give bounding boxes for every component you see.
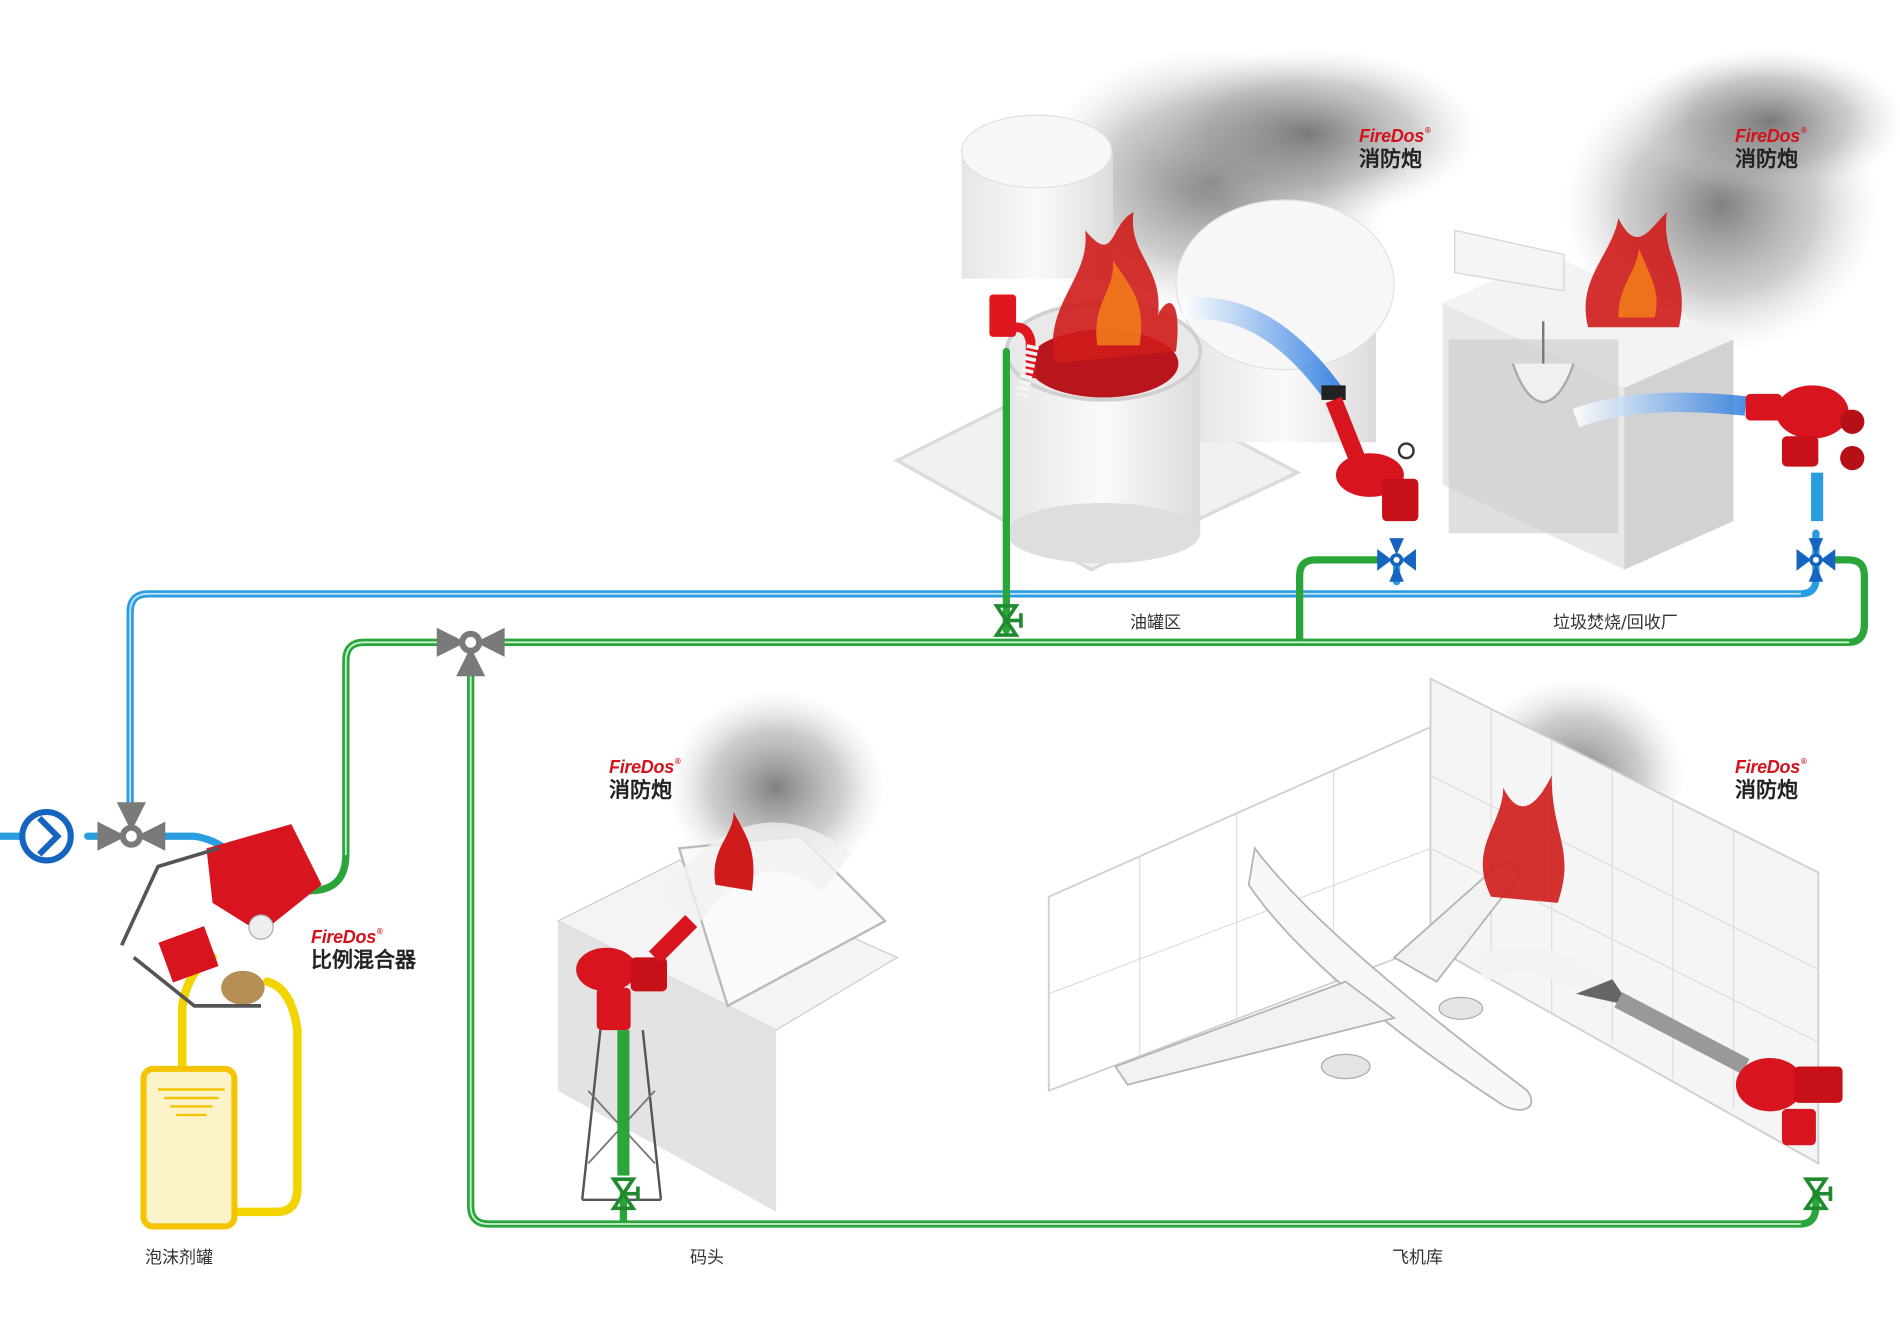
brand-logo: FireDos® — [311, 927, 383, 947]
label-incineration-monitor: FireDos® 消防炮 — [1735, 126, 1807, 171]
area-label-incineration: 垃圾焚烧/回收厂 — [1553, 613, 1678, 633]
area-label-oil-tank: 油罐区 — [1130, 613, 1181, 633]
brand-logo: FireDos® — [1359, 126, 1431, 146]
product-name: 消防炮 — [1735, 146, 1798, 171]
area-label-dock: 码头 — [690, 1248, 724, 1268]
incineration-scene — [1442, 212, 1865, 570]
label-dock-monitor: FireDos® 消防炮 — [609, 757, 681, 802]
fire-monitor-incineration — [1745, 385, 1865, 522]
three-way-valve-icon — [436, 627, 505, 677]
gate-valve-icon — [610, 1177, 640, 1211]
brand-logo: FireDos® — [609, 757, 681, 777]
foam-pipes — [305, 347, 1869, 1228]
brand-logo: FireDos® — [1735, 126, 1807, 146]
fire-monitor-oil-tank — [1321, 385, 1419, 522]
butterfly-valve-icon — [1377, 538, 1416, 582]
oil-tank-scene — [893, 114, 1419, 572]
dock-scene — [556, 811, 899, 1212]
product-name: 消防炮 — [1735, 777, 1798, 802]
label-hangar-monitor: FireDos® 消防炮 — [1735, 757, 1807, 802]
fire-monitor-hangar — [1575, 979, 1843, 1146]
product-name: 消防炮 — [1359, 146, 1422, 171]
product-name: 比例混合器 — [311, 947, 416, 972]
hangar-scene — [1047, 677, 1843, 1165]
foam-concentrate-tank — [140, 1065, 238, 1230]
label-oil-tank-monitor: FireDos® 消防炮 — [1359, 126, 1431, 171]
butterfly-valve-icon — [1796, 538, 1836, 582]
product-name: 消防炮 — [609, 777, 672, 802]
area-label-hangar: 飞机库 — [1392, 1248, 1443, 1268]
label-proportioner: FireDos® 比例混合器 — [311, 927, 416, 972]
brand-logo: FireDos® — [1735, 757, 1807, 777]
pump-icon — [19, 808, 74, 864]
three-way-valve-icon — [97, 802, 166, 851]
area-label-foam-tank: 泡沫剂罐 — [145, 1248, 213, 1268]
gate-valve-icon — [1802, 1177, 1833, 1211]
fire-monitor-dock — [576, 915, 698, 1031]
proportioner-unit — [120, 824, 322, 1008]
gate-valve-icon — [993, 604, 1023, 637]
